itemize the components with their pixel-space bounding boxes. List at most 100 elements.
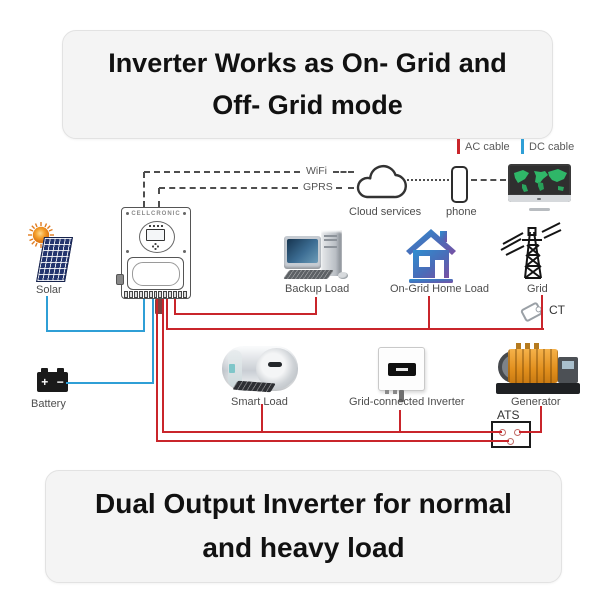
wifi-dashed-line-2 [333, 171, 354, 173]
screw-icon [126, 212, 129, 215]
wifi-antenna-line [143, 172, 145, 207]
cloud-phone-link-line [407, 179, 449, 181]
hybrid-inverter: CELLCRONIC [116, 207, 191, 299]
generator-control-box [558, 357, 578, 383]
grid-tower-icon [500, 222, 562, 279]
ct-sensor-icon [519, 301, 544, 323]
inverter-lcd-screen [146, 229, 165, 241]
cable-bundle [155, 299, 164, 314]
ct-label: CT [549, 303, 565, 317]
battery-body: + − [37, 372, 68, 392]
ac-wire-generator-to-ats [519, 431, 542, 433]
ats-label: ATS [497, 408, 520, 422]
smart-load-label: Smart Load [231, 396, 288, 408]
solar-label: Solar [36, 284, 62, 296]
ac-wire-output2-down [156, 299, 158, 442]
water-heater-icon [222, 346, 298, 393]
dc-wire-solar-horizontal [46, 330, 145, 332]
grid-connected-inverter-icon [378, 347, 425, 402]
keyboard-icon [282, 270, 335, 279]
top-title-banner: Inverter Works as On- Grid and Off- Grid… [62, 30, 553, 139]
heater-left-band [228, 350, 242, 387]
battery-minus-sign: − [56, 375, 64, 389]
generator-engine-block [508, 349, 558, 383]
dc-cable-legend-label: DC cable [529, 141, 575, 153]
heater-vent [268, 362, 282, 367]
mouse-icon [338, 272, 348, 279]
ac-wire-grid-down [166, 299, 168, 330]
drive-bay [324, 235, 337, 237]
ac-wire-backup-up [315, 297, 317, 315]
ac-wire-output1-horizontal [162, 431, 502, 433]
computer-tower-icon [321, 230, 342, 276]
inverter-terminal-strip [124, 291, 187, 298]
ac-wire-smartload-branch [261, 404, 263, 433]
generator-label: Generator [511, 396, 561, 408]
ac-wire-output2-horizontal [156, 440, 509, 442]
screw-icon [183, 250, 186, 253]
monitor-screen [287, 239, 318, 263]
ac-wire-grid-vertical [541, 295, 543, 330]
top-title-line2: Off- Grid mode [212, 90, 403, 120]
house-icon [406, 229, 456, 283]
bottom-title-line1: Dual Output Inverter for normal [95, 488, 512, 519]
ac-wire-grid-horizontal [166, 328, 544, 330]
ac-cable-legend-label: AC cable [465, 141, 510, 153]
inverter-wiring-cover [127, 257, 184, 290]
dc-wire-solar-to-inverter [143, 299, 145, 332]
gprs-dashed-line-2 [336, 187, 354, 189]
top-title-line1: Inverter Works as On- Grid and [108, 48, 507, 78]
inverter-cover-plate [132, 262, 180, 286]
wifi-dashed-line [144, 171, 300, 173]
screw-icon [126, 250, 129, 253]
gprs-antenna-line [158, 188, 160, 207]
wifi-label: WiFi [304, 165, 329, 177]
phone-icon [451, 166, 468, 203]
bottom-title-line2: and heavy load [202, 532, 405, 563]
inverter-side-switch [116, 274, 124, 285]
battery-label: Battery [31, 398, 66, 410]
grid-label: Grid [527, 283, 548, 295]
dc-cable-legend-swatch [521, 139, 524, 154]
ac-wire-backup-down [174, 299, 176, 315]
inverter-nav-buttons [152, 243, 159, 250]
ac-wire-generator-down [540, 406, 542, 433]
generator-base [496, 383, 580, 394]
home-load-label: On-Grid Home Load [390, 283, 490, 295]
phone-label: phone [446, 206, 477, 218]
phone-monitor-link-line [471, 179, 506, 181]
grid-inverter-label: Grid-connected Inverter [349, 396, 465, 408]
bottom-title-banner: Dual Output Inverter for normal and heav… [45, 470, 562, 583]
monitor-power-dot [537, 198, 541, 200]
monitor-stand [529, 208, 550, 211]
gprs-label: GPRS [301, 181, 335, 193]
cloud-services-label: Cloud services [349, 206, 422, 218]
battery-terminal [41, 368, 48, 374]
gci-display [388, 363, 416, 376]
generator-exhaust [516, 343, 542, 351]
cloud-icon [356, 165, 407, 199]
dc-wire-battery-to-inverter [152, 299, 154, 384]
ac-wire-backup-horizontal [174, 313, 317, 315]
gci-foot [385, 390, 389, 394]
screw-icon [183, 212, 186, 215]
inverter-brand-label: CELLCRONIC [131, 211, 181, 217]
heater-control-panel [232, 380, 276, 393]
gci-cable-stub [399, 390, 404, 402]
inverter-display-ring [139, 221, 175, 253]
drive-bay [324, 246, 337, 248]
drive-bay [324, 239, 337, 241]
generator-icon [494, 343, 582, 394]
dc-wire-solar-down [46, 296, 48, 332]
ac-wire-homeload-branch [428, 296, 430, 330]
inverter-buttons [149, 225, 163, 227]
ac-wire-gci-branch [399, 410, 401, 433]
monitoring-screen-icon [508, 164, 571, 211]
world-map-icon [510, 166, 569, 194]
computer-monitor-icon [284, 236, 321, 269]
ac-wire-output1-down [162, 299, 164, 433]
dc-wire-battery-horizontal [66, 382, 154, 384]
ac-cable-legend-swatch [457, 139, 460, 154]
battery-icon: + − [37, 368, 68, 392]
